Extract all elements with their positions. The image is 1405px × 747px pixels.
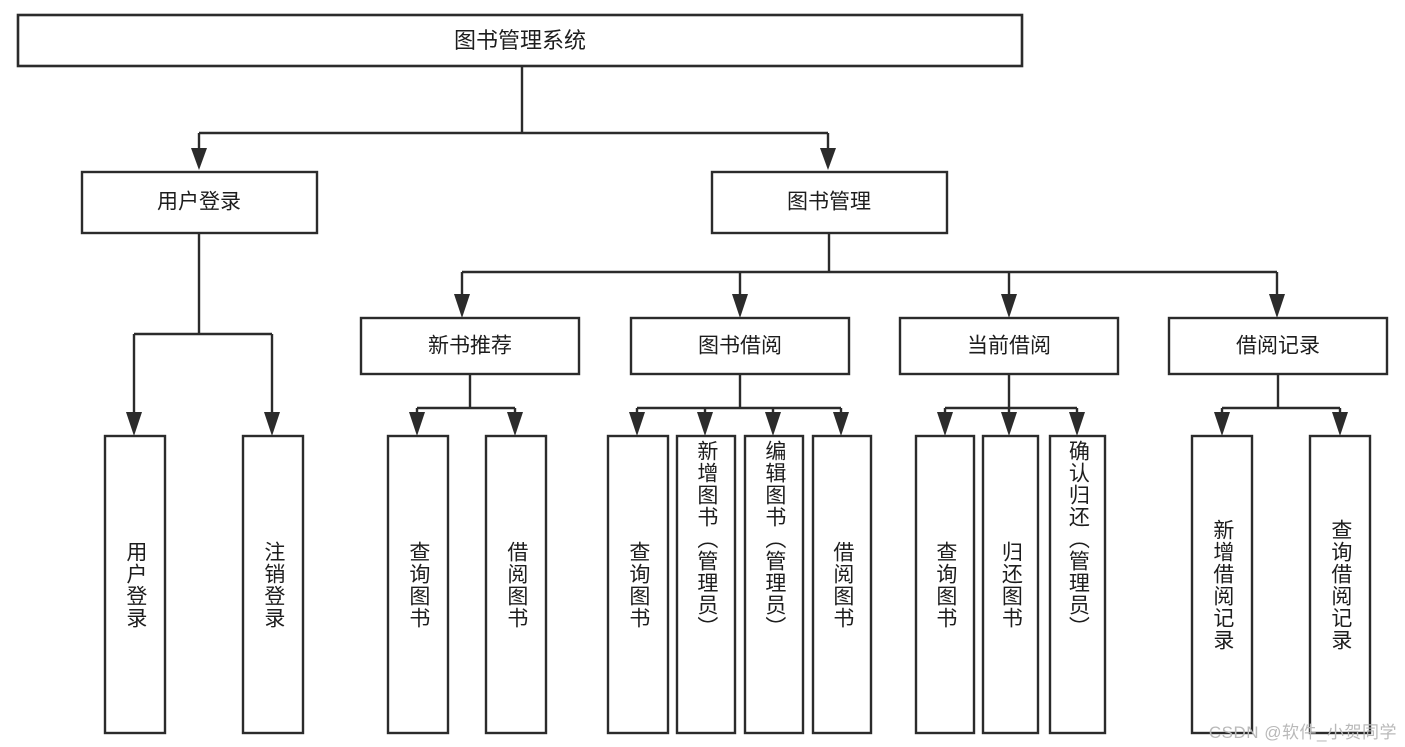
arrow-br-leaf-1 <box>1214 412 1230 436</box>
leaf-box-bb-query-book[interactable] <box>606 434 670 735</box>
node-root[interactable]: 图书管理系统 <box>16 13 1024 68</box>
arrow-cb-leaf-1 <box>937 412 953 436</box>
arrow-to-book-management <box>820 148 836 170</box>
arrow-cb-leaf-2 <box>1001 412 1017 436</box>
node-current-borrow[interactable]: 当前借阅 <box>898 316 1120 376</box>
node-book-management[interactable]: 图书管理 <box>710 170 949 235</box>
leaf-box-bb-add-book[interactable] <box>675 434 737 735</box>
leaf-box-cb-confirm-return[interactable] <box>1048 434 1107 735</box>
current-borrow-label: 当前借阅 <box>967 335 1051 358</box>
leaf-box-bb-edit-book[interactable] <box>743 434 805 735</box>
leaf-box-nbr-query-book[interactable] <box>386 434 450 735</box>
arrow-cb-leaf-3 <box>1069 412 1085 436</box>
book-management-label: 图书管理 <box>787 191 871 214</box>
arrow-bb-leaf-2 <box>697 412 713 436</box>
leaf-box-cb-query-book[interactable] <box>914 434 976 735</box>
leaf-box-logout[interactable] <box>241 434 305 735</box>
node-book-borrow[interactable]: 图书借阅 <box>629 316 851 376</box>
new-book-recommend-box[interactable] <box>359 316 581 376</box>
node-new-book-recommend[interactable]: 新书推荐 <box>359 316 581 376</box>
leaf-box-nbr-borrow-book[interactable] <box>484 434 548 735</box>
connector-user-login-to-leaves <box>126 233 280 436</box>
root-box[interactable] <box>16 13 1024 68</box>
current-borrow-box[interactable] <box>898 316 1120 376</box>
leaf-box-cb-return-book[interactable] <box>981 434 1040 735</box>
arrow-to-new-book-recommend <box>454 294 470 318</box>
node-user-login[interactable]: 用户登录 <box>80 170 319 235</box>
user-login-box[interactable] <box>80 170 319 235</box>
user-login-label: 用户登录 <box>157 191 241 214</box>
csdn-watermark: CSDN @软件_小贺同学 <box>1208 723 1397 742</box>
arrow-to-user-login <box>191 148 207 170</box>
arrow-to-leaf-user-login <box>126 412 142 436</box>
arrow-to-book-borrow <box>732 294 748 318</box>
leaf-box-br-add-record[interactable] <box>1190 434 1254 735</box>
leaf-box-br-query-record[interactable] <box>1308 434 1372 735</box>
arrow-bb-leaf-3 <box>765 412 781 436</box>
connector-new-book-recommend-to-leaves <box>409 374 523 436</box>
book-borrow-label: 图书借阅 <box>698 335 782 358</box>
arrow-to-borrow-record <box>1269 294 1285 318</box>
new-book-recommend-label: 新书推荐 <box>428 335 512 358</box>
arrow-bb-leaf-1 <box>629 412 645 436</box>
connector-book-management-to-level3 <box>454 233 1285 318</box>
leaf-box-user-login[interactable] <box>103 434 167 735</box>
connector-current-borrow-to-leaves <box>937 374 1085 436</box>
arrow-bb-leaf-4 <box>833 412 849 436</box>
leaf-box-bb-borrow-book[interactable] <box>811 434 873 735</box>
arrow-br-leaf-2 <box>1332 412 1348 436</box>
connector-root-to-level2 <box>191 66 836 170</box>
arrow-nbr-leaf-2 <box>507 412 523 436</box>
arrow-to-current-borrow <box>1001 294 1017 318</box>
connector-book-borrow-to-leaves <box>629 374 849 436</box>
node-borrow-record[interactable]: 借阅记录 <box>1167 316 1389 376</box>
arrow-to-leaf-logout <box>264 412 280 436</box>
connector-borrow-record-to-leaves <box>1214 374 1348 436</box>
borrow-record-label: 借阅记录 <box>1236 335 1320 358</box>
root-label: 图书管理系统 <box>454 28 586 53</box>
arrow-nbr-leaf-1 <box>409 412 425 436</box>
